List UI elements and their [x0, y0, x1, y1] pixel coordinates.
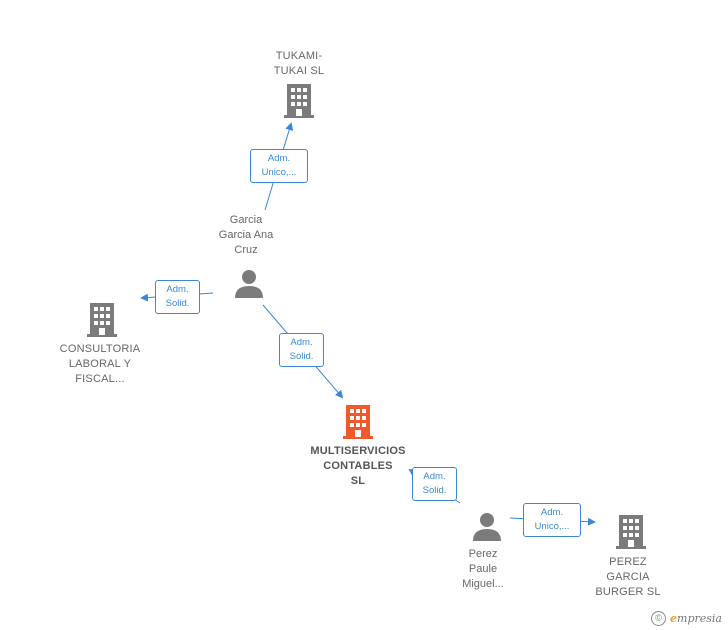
node-label-tukami[interactable]: TUKAMI- TUKAI SL: [273, 50, 325, 77]
node-label-consultoria[interactable]: CONSULTORIA LABORAL Y FISCAL...: [59, 343, 141, 385]
building-icon[interactable]: [616, 515, 646, 549]
building-icon[interactable]: [284, 84, 314, 118]
building-icon-main[interactable]: [343, 405, 373, 439]
edge-label-garcia-consultoria[interactable]: Adm. Solid.: [155, 280, 200, 314]
copyright-icon: ©: [651, 611, 667, 626]
person-icon[interactable]: [234, 268, 264, 298]
edge-label-perez-multi[interactable]: Adm. Solid.: [412, 467, 457, 501]
building-icon[interactable]: [87, 303, 117, 337]
node-label-perez-burger[interactable]: PEREZ GARCIA BURGER SL: [595, 556, 661, 598]
edge-label-perez-burger[interactable]: Adm. Unico,...: [523, 503, 581, 537]
edge-label-garcia-tukami[interactable]: Adm. Unico,...: [250, 149, 308, 183]
brand-logo: empresia: [670, 612, 722, 625]
empresia-watermark: © empresia: [651, 611, 722, 626]
node-label-perez-paule[interactable]: Perez Paule Miguel...: [462, 548, 504, 590]
node-label-garcia[interactable]: Garcia Garcia Ana Cruz: [218, 214, 274, 256]
node-label-multiservicios[interactable]: MULTISERVICIOS CONTABLES SL: [310, 445, 406, 487]
person-icon[interactable]: [472, 511, 502, 541]
edge-label-garcia-multi[interactable]: Adm. Solid.: [279, 333, 324, 367]
